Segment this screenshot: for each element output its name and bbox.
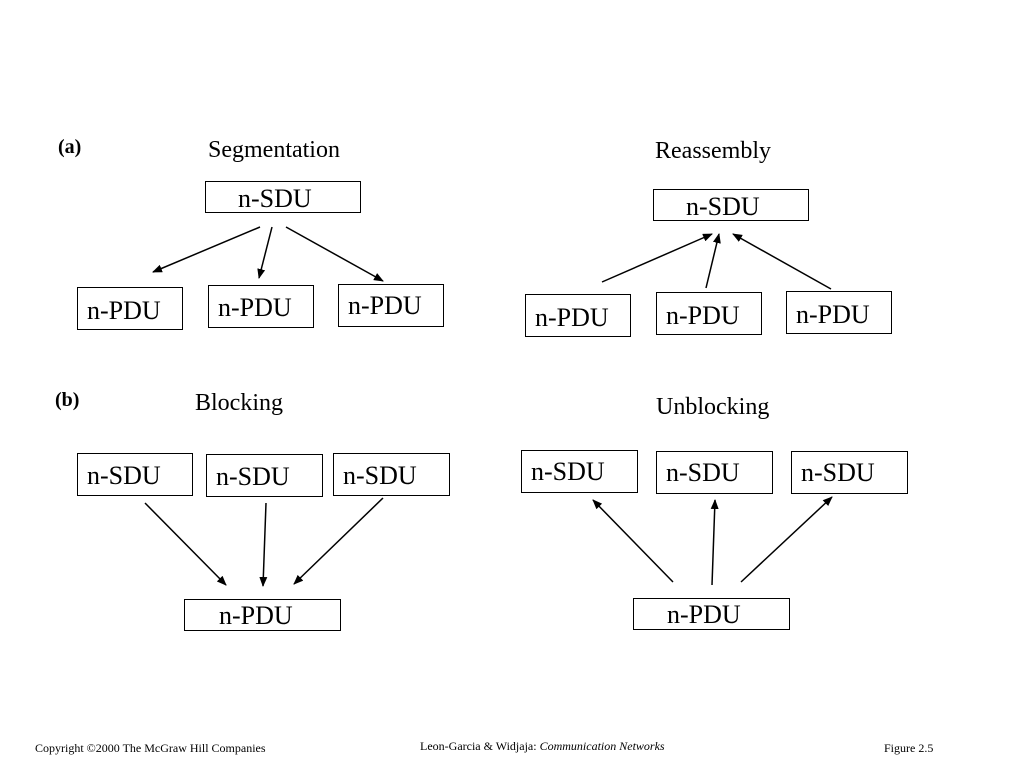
part-a-label: (a)	[58, 136, 82, 158]
segmentation-pdu-box-3: n-PDU	[338, 284, 444, 327]
blocking-sdu-box-3: n-SDU	[333, 453, 450, 496]
blocking-sdu-box-2: n-SDU	[206, 454, 323, 497]
segmentation-arrow-1	[152, 226, 261, 273]
reassembly-arrow-2	[705, 233, 721, 289]
part-b-label: (b)	[55, 389, 80, 411]
segmentation-title: Segmentation	[208, 137, 340, 163]
blocking-title: Blocking	[195, 390, 283, 416]
reassembly-arrow-3	[732, 233, 832, 290]
reassembly-title: Reassembly	[655, 138, 771, 164]
segmentation-arrow-3	[285, 226, 384, 282]
footer-citation: Leon-Garcia & Widjaja: Communication Net…	[420, 740, 665, 752]
footer-authors: Leon-Garcia & Widjaja:	[420, 739, 537, 753]
unblocking-title: Unblocking	[656, 394, 770, 420]
unblocking-arrow-3	[740, 496, 833, 583]
blocking-pdu-box: n-PDU	[184, 599, 341, 631]
reassembly-arrow-1	[601, 233, 713, 283]
blocking-arrow-2	[259, 502, 268, 587]
reassembly-pdu-box-2: n-PDU	[656, 292, 762, 335]
segmentation-pdu-box-2: n-PDU	[208, 285, 314, 328]
unblocking-arrow-2	[710, 499, 719, 586]
blocking-arrow-1	[144, 502, 227, 586]
segmentation-sdu-box: n-SDU	[205, 181, 361, 213]
blocking-arrow-3	[293, 497, 384, 585]
footer-book-title: Communication Networks	[539, 739, 665, 753]
unblocking-sdu-box-2: n-SDU	[656, 451, 773, 494]
blocking-sdu-box-1: n-SDU	[77, 453, 193, 496]
reassembly-pdu-box-1: n-PDU	[525, 294, 631, 337]
segmentation-pdu-box-1: n-PDU	[77, 287, 183, 330]
footer-copyright: Copyright ©2000 The McGraw Hill Companie…	[35, 741, 266, 755]
reassembly-pdu-box-3: n-PDU	[786, 291, 892, 334]
unblocking-sdu-box-3: n-SDU	[791, 451, 908, 494]
reassembly-sdu-box: n-SDU	[653, 189, 809, 221]
unblocking-pdu-box: n-PDU	[633, 598, 790, 630]
unblocking-sdu-box-1: n-SDU	[521, 450, 638, 493]
unblocking-arrow-1	[592, 499, 674, 583]
segmentation-arrow-2	[257, 226, 273, 279]
footer-figure-number: Figure 2.5	[884, 741, 934, 755]
